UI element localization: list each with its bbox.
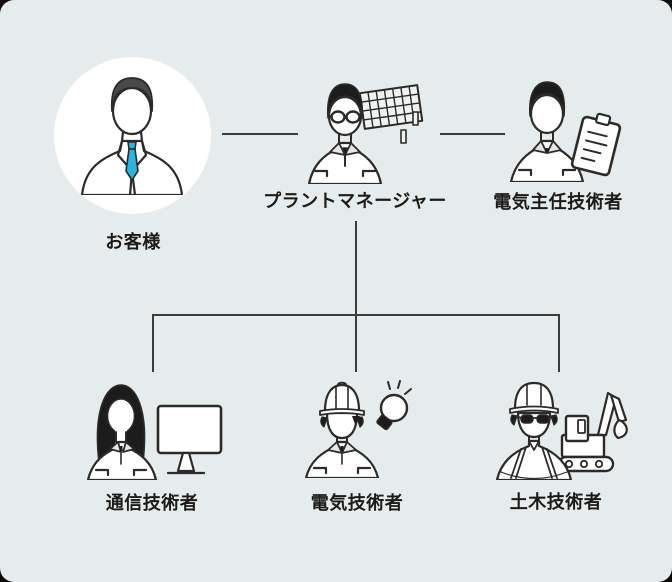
- connector-drop-civil: [558, 314, 560, 372]
- node-label-electrical-engineer: 電気技術者: [310, 493, 404, 514]
- connector-plant-manager-down: [355, 221, 357, 372]
- node-electrical-engineer: [300, 378, 420, 478]
- communications-engineer-monitor-icon: [86, 384, 223, 480]
- connector-branch-horizontal: [152, 314, 559, 316]
- plant-manager-solar-icon: [307, 83, 424, 184]
- node-label-communications-engineer: 通信技術者: [105, 493, 199, 514]
- customer-avatar-icon: [80, 77, 184, 195]
- node-label-civil-engineer: 土木技術者: [509, 492, 603, 513]
- civil-engineer-excavator-icon: [495, 381, 628, 480]
- electrical-engineer-bulb-icon: [304, 380, 412, 478]
- node-plant-manager: [285, 76, 435, 184]
- node-label-chief-electrical-engineer: 電気主任技術者: [493, 192, 623, 213]
- connector-plant-manager-to-chief: [440, 133, 505, 135]
- chief-electrical-engineer-clipboard-icon: [509, 81, 622, 182]
- node-label-customer: お客様: [105, 232, 161, 253]
- node-civil-engineer: [485, 378, 635, 480]
- node-label-plant-manager: プラントマネージャー: [263, 191, 447, 212]
- connector-drop-communications: [152, 314, 154, 372]
- node-communications-engineer: [80, 380, 230, 480]
- node-customer: [54, 57, 211, 214]
- node-chief-electrical-engineer: [495, 78, 630, 182]
- connector-customer-to-plant-manager: [222, 133, 298, 135]
